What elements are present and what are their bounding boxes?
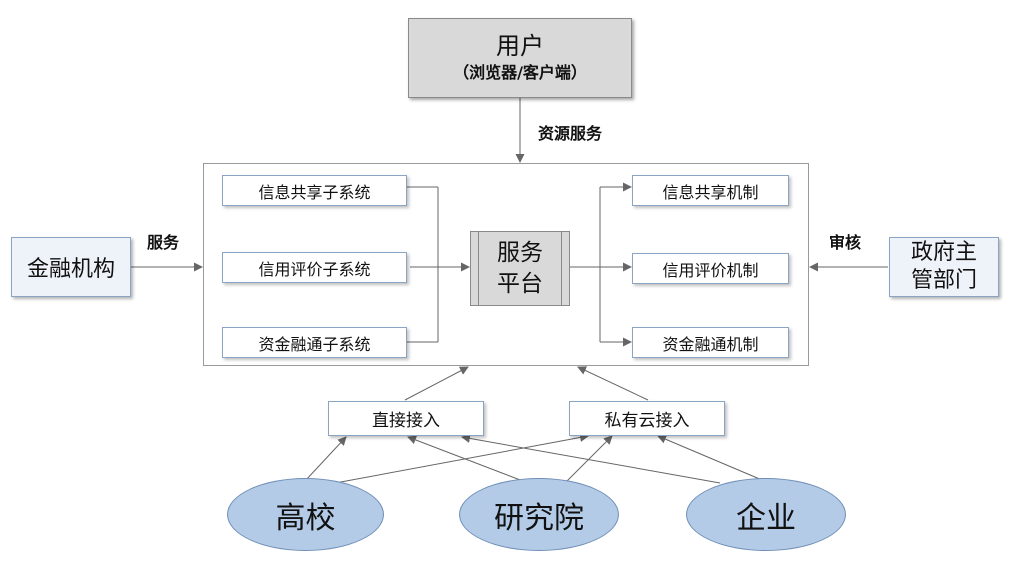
mechanism-credit-evaluation: 信用评价机制 <box>632 253 789 284</box>
subsystem-info-sharing: 信息共享子系统 <box>222 175 407 206</box>
arrow-enterprise-to-cloud <box>657 434 763 481</box>
arrow-school-to-cloud <box>329 433 589 485</box>
platform-line1: 服务 <box>497 239 543 266</box>
subsystem-financing: 资金融通子系统 <box>222 327 407 358</box>
edge-label-audit: 审核 <box>829 233 862 252</box>
arrow-enterprise-to-direct <box>461 433 721 484</box>
user-subtitle: （浏览器/客户端） <box>453 63 587 82</box>
source-research-institute: 研究院 <box>459 478 619 551</box>
finance-institution-box: 金融机构 <box>11 237 131 297</box>
platform-line2: 平台 <box>497 270 543 297</box>
mechanism-info-sharing: 信息共享机制 <box>632 175 789 206</box>
government-line1: 政府主 <box>910 240 977 265</box>
government-line2: 管部门 <box>910 268 977 293</box>
government-box: 政府主 管部门 <box>889 237 999 297</box>
subsystem-credit-evaluation: 信用评价子系统 <box>222 252 407 283</box>
platform-core: 服务 平台 <box>470 231 570 306</box>
arrow-institute-to-direct <box>407 435 529 484</box>
source-university: 高校 <box>227 478 384 551</box>
edge-label-service: 服务 <box>147 233 180 252</box>
arrow-cloud-to-platform <box>577 366 649 401</box>
platform-frame <box>203 163 809 366</box>
arrow-direct-to-platform <box>404 366 469 401</box>
mechanism-financing: 资金融通机制 <box>632 327 789 358</box>
user-title: 用户 <box>496 32 544 60</box>
arrow-school-to-direct <box>304 436 347 482</box>
direct-access-box: 直接接入 <box>328 401 484 436</box>
edge-label-resource-service: 资源服务 <box>538 124 603 143</box>
private-cloud-access-box: 私有云接入 <box>569 401 725 436</box>
user-box: 用户 （浏览器/客户端） <box>408 18 632 98</box>
source-enterprise: 企业 <box>686 478 846 551</box>
